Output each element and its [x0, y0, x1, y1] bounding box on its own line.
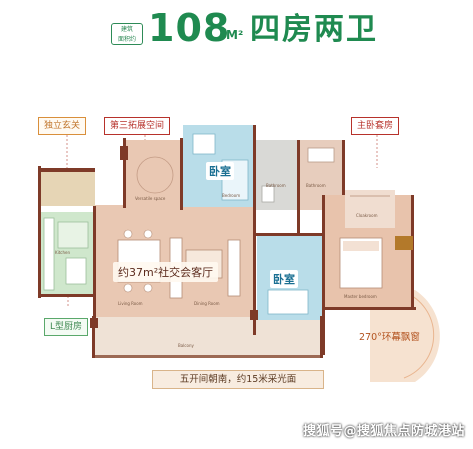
bedroom-1-small-label: Bedroom	[222, 193, 241, 198]
balcony-area	[92, 317, 322, 357]
walls	[38, 125, 416, 358]
build-tag-line1: 建筑	[120, 26, 133, 33]
area-number: 108	[148, 6, 231, 50]
bathroom-1-area	[255, 140, 297, 210]
master-bedroom-label: Master bedroom	[344, 294, 377, 299]
cloakroom-label: Cloakroom	[356, 213, 378, 218]
caption-lighting: 五开间朝南，约15米采光面	[152, 370, 324, 389]
bathroom-1-label: Bathroom	[266, 183, 286, 188]
kitchen-label: Kitchen	[55, 250, 71, 255]
bedroom-2-label: 卧室	[270, 270, 298, 288]
bay-window-ring	[370, 290, 440, 382]
bedroom-1-label: 卧室	[206, 162, 234, 180]
bathroom-2-label: Bathroom	[306, 183, 326, 188]
tag-master-suite: 主卧套房	[351, 117, 400, 135]
tag-l-kitchen: L型厨房	[44, 318, 89, 336]
living-area-label: 约37m²社交会客厅	[113, 262, 219, 282]
bay-window-label: 270°环幕飘窗	[359, 332, 420, 343]
build-tag-line2: 面积约	[117, 36, 136, 43]
watermark: 搜狐号@搜狐焦点防城港站	[302, 424, 465, 439]
balcony-label: Balcony	[178, 343, 194, 348]
versatile-space	[125, 140, 180, 208]
layout-title: 四房两卫	[250, 12, 378, 47]
tag-third-space: 第三拓展空间	[104, 117, 171, 135]
entrance-area	[40, 168, 95, 206]
versatile-label: Versatile space	[135, 196, 166, 201]
living-room-label: Living Room	[118, 301, 143, 306]
build-area-tag: 建筑 面积约	[111, 23, 143, 45]
tag-independent-entrance: 独立玄关	[38, 117, 87, 135]
dining-room-label: Dining Room	[194, 301, 220, 306]
area-unit: M²	[226, 28, 244, 42]
